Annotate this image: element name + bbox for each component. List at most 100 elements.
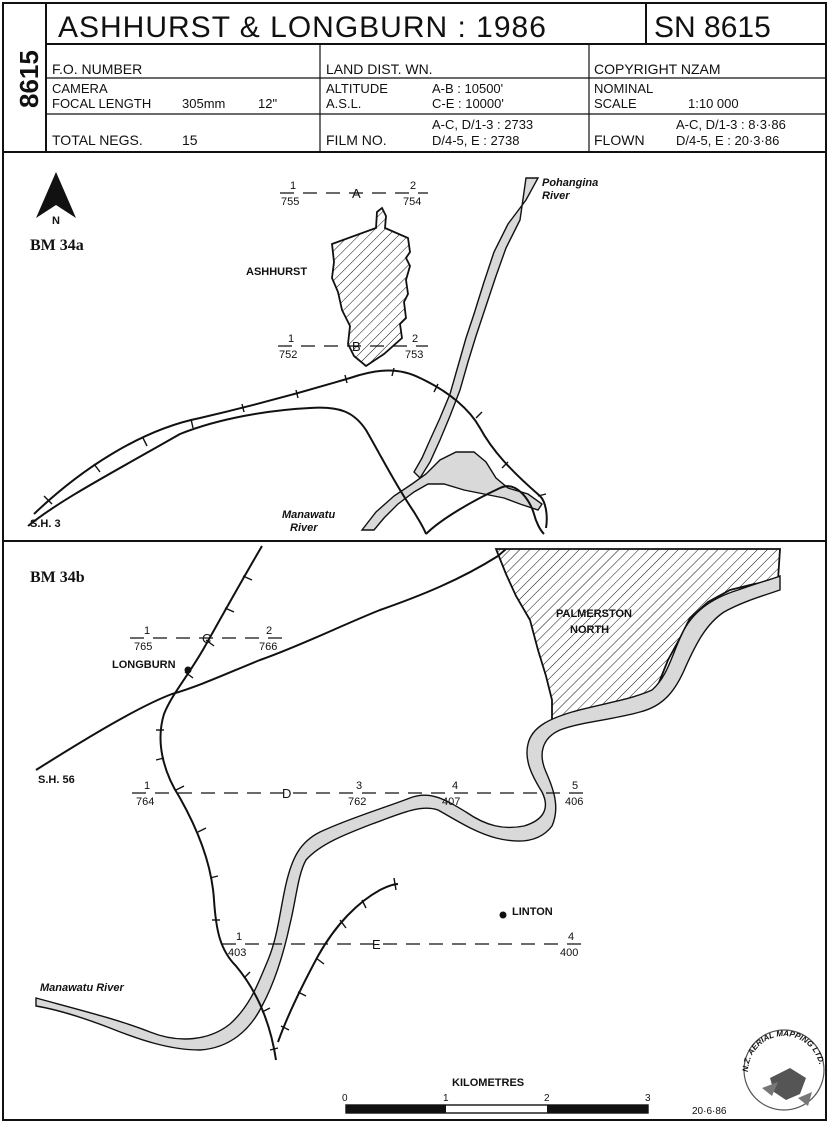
film-no-2: D/4-5, E : 2738 bbox=[432, 133, 519, 148]
scale-label: SCALE bbox=[594, 96, 637, 111]
svg-text:E: E bbox=[372, 937, 381, 952]
svg-text:753: 753 bbox=[405, 349, 423, 361]
svg-text:N: N bbox=[52, 215, 60, 227]
focal-length-in: 12" bbox=[258, 96, 277, 111]
map-panel-ashhurst: N BM 34a ASHHURST 1 755 A 2 754 1 752 B … bbox=[27, 172, 598, 535]
map-a-id: BM 34a bbox=[30, 237, 84, 254]
pohangina-river bbox=[413, 177, 540, 480]
flight-line-b: 1 752 B 2 753 bbox=[278, 333, 428, 361]
north-arrow-icon: N bbox=[36, 172, 76, 227]
manawatu-river-b-label: Manawatu River bbox=[40, 982, 124, 994]
issue-date: 20·6·86 bbox=[692, 1106, 727, 1117]
svg-text:1: 1 bbox=[236, 931, 242, 943]
state-highway-3-east bbox=[425, 485, 545, 535]
svg-text:1: 1 bbox=[144, 625, 150, 637]
flown-1: A-C, D/1-3 : 8·3·86 bbox=[676, 117, 786, 132]
svg-text:1: 1 bbox=[288, 333, 294, 345]
svg-text:2: 2 bbox=[410, 180, 416, 192]
total-negs-value: 15 bbox=[182, 132, 198, 148]
sheet-title: ASHHURST & LONGBURN : 1986 bbox=[58, 11, 547, 44]
state-highway-56 bbox=[35, 548, 507, 771]
svg-text:D: D bbox=[282, 786, 291, 801]
map-panel-longburn: BM 34b PALMERSTON NORTH Manawatu River S… bbox=[30, 545, 781, 1061]
fo-number-label: F.O. NUMBER bbox=[52, 61, 142, 77]
svg-text:5: 5 bbox=[572, 780, 578, 792]
svg-text:1: 1 bbox=[290, 180, 296, 192]
railway-longburn-ticks bbox=[155, 575, 279, 1051]
svg-text:764: 764 bbox=[136, 796, 154, 808]
railway-longburn bbox=[159, 545, 277, 1061]
palmerston-north-label-1: PALMERSTON bbox=[556, 608, 632, 620]
svg-text:B: B bbox=[352, 339, 361, 354]
railway-linton-branch bbox=[277, 883, 399, 1043]
svg-text:C: C bbox=[202, 631, 211, 646]
svg-text:762: 762 bbox=[348, 796, 366, 808]
altitude-ce: C-E : 10000' bbox=[432, 96, 504, 111]
linton-label: LINTON bbox=[512, 906, 553, 918]
land-district: LAND DIST. WN. bbox=[326, 61, 433, 77]
svg-text:755: 755 bbox=[281, 196, 299, 208]
scale-bar-title: KILOMETRES bbox=[452, 1077, 524, 1089]
palmerston-north-label-2: NORTH bbox=[570, 624, 609, 636]
header-block: 8615 ASHHURST & LONGBURN : 1986 SN 8615 … bbox=[2, 2, 827, 153]
asl-label: A.S.L. bbox=[326, 96, 361, 111]
svg-text:A: A bbox=[352, 186, 361, 201]
manawatu-river-b bbox=[35, 574, 781, 1051]
railway-linton-ticks bbox=[280, 877, 397, 1031]
scale-tick-2: 2 bbox=[544, 1093, 550, 1104]
longburn-point-icon bbox=[184, 666, 192, 674]
copyright: COPYRIGHT NZAM bbox=[594, 61, 721, 77]
state-highway-3 bbox=[27, 406, 427, 535]
railway-a bbox=[33, 369, 548, 529]
sh56-label: S.H. 56 bbox=[38, 774, 75, 786]
railway-a-ticks bbox=[43, 367, 547, 505]
film-no-label: FILM NO. bbox=[326, 132, 387, 148]
longburn-label: LONGBURN bbox=[112, 659, 176, 671]
linton-point-icon bbox=[499, 911, 507, 919]
camera-label: CAMERA bbox=[52, 81, 108, 96]
flight-line-e: 1 403 E 4 400 bbox=[222, 931, 590, 959]
map-b-id: BM 34b bbox=[30, 569, 85, 586]
manawatu-river-a-label-2: River bbox=[290, 522, 318, 534]
svg-text:2: 2 bbox=[266, 625, 272, 637]
altitude-label: ALTITUDE bbox=[326, 81, 388, 96]
flight-line-c: 1 765 C 2 766 bbox=[130, 625, 285, 653]
svg-text:4: 4 bbox=[568, 931, 574, 943]
focal-length-label: FOCAL LENGTH bbox=[52, 96, 151, 111]
svg-text:407: 407 bbox=[442, 796, 460, 808]
svg-text:765: 765 bbox=[134, 641, 152, 653]
nz-aerial-mapping-logo: N.Z. AERIAL MAPPING LTD. bbox=[741, 1029, 826, 1111]
ashhurst-urban-area bbox=[331, 206, 411, 368]
svg-text:2: 2 bbox=[412, 333, 418, 345]
svg-text:754: 754 bbox=[403, 196, 421, 208]
svg-text:4: 4 bbox=[452, 780, 458, 792]
manawatu-river-a-label-1: Manawatu bbox=[282, 509, 335, 521]
sheet-sn: SN 8615 bbox=[654, 11, 771, 44]
focal-length-mm: 305mm bbox=[182, 96, 225, 111]
scale-tick-1: 1 bbox=[443, 1093, 449, 1104]
nominal-label: NOMINAL bbox=[594, 81, 653, 96]
svg-text:403: 403 bbox=[228, 947, 246, 959]
sh3-label: S.H. 3 bbox=[30, 518, 61, 530]
sheet-number-vertical: 8615 bbox=[14, 50, 44, 108]
total-negs-label: TOTAL NEGS. bbox=[52, 132, 143, 148]
flown-2: D/4-5, E : 20·3·86 bbox=[676, 133, 779, 148]
svg-text:400: 400 bbox=[560, 947, 578, 959]
scale-value: 1:10 000 bbox=[688, 96, 739, 111]
flight-line-d: 1 764 D 3 762 4 407 5 406 bbox=[132, 780, 590, 808]
manawatu-river-a bbox=[360, 451, 543, 531]
svg-text:766: 766 bbox=[259, 641, 277, 653]
pohangina-river-label-2: River bbox=[542, 190, 570, 202]
scale-tick-3: 3 bbox=[645, 1093, 651, 1104]
film-no-1: A-C, D/1-3 : 2733 bbox=[432, 117, 533, 132]
scale-bar: KILOMETRES 0 1 2 3 bbox=[342, 1077, 651, 1114]
flown-label: FLOWN bbox=[594, 132, 645, 148]
svg-text:752: 752 bbox=[279, 349, 297, 361]
svg-text:1: 1 bbox=[144, 780, 150, 792]
scale-tick-0: 0 bbox=[342, 1093, 348, 1104]
svg-text:3: 3 bbox=[356, 780, 362, 792]
pohangina-river-label-1: Pohangina bbox=[542, 177, 598, 189]
altitude-ab: A-B : 10500' bbox=[432, 81, 503, 96]
ashhurst-label: ASHHURST bbox=[246, 266, 307, 278]
